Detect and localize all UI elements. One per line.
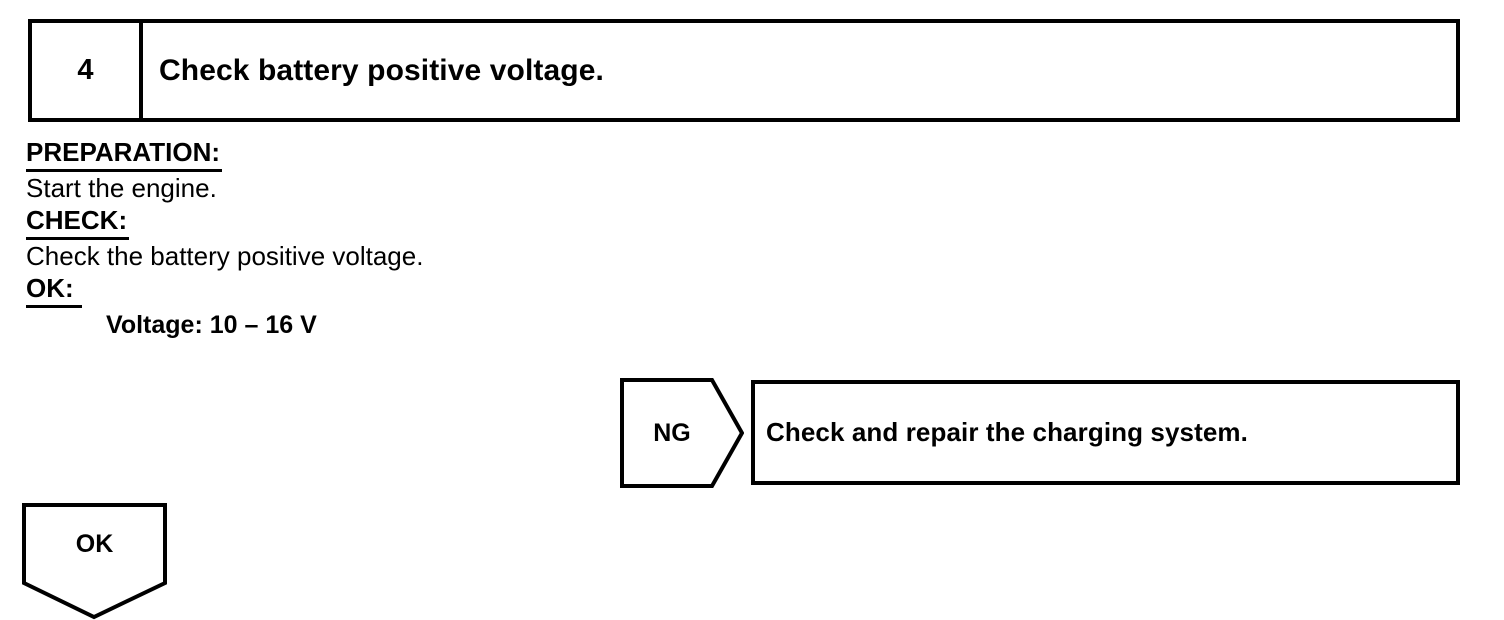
- step-details-block: PREPARATION: Start the engine. CHECK: Ch…: [26, 137, 666, 342]
- step-header-table: 4 Check battery positive voltage.: [28, 19, 1460, 122]
- preparation-text: Start the engine.: [26, 173, 217, 203]
- voltage-spec-text: Voltage: 10 – 16 V: [106, 311, 317, 339]
- preparation-heading-label: PREPARATION:: [26, 137, 223, 172]
- ok-heading-label: OK:: [26, 273, 82, 308]
- check-text: Check the battery positive voltage.: [26, 241, 424, 271]
- ng-pentagon-icon: [620, 378, 744, 488]
- step-number: 4: [77, 54, 94, 86]
- preparation-heading: PREPARATION:: [26, 137, 666, 172]
- ok-heading: OK:: [26, 273, 666, 308]
- ng-action-box: Check and repair the charging system.: [751, 380, 1460, 485]
- check-heading: CHECK:: [26, 205, 666, 240]
- ng-action-text: Check and repair the charging system.: [766, 417, 1248, 447]
- check-heading-label: CHECK:: [26, 205, 130, 240]
- ok-branch-label: OK: [75, 529, 114, 558]
- step-title-cell: Check battery positive voltage.: [143, 23, 1456, 118]
- ok-pentagon-icon: [22, 503, 167, 620]
- ng-branch-label: NG: [653, 418, 691, 447]
- ng-branch-tag: NG: [620, 378, 744, 488]
- step-title: Check battery positive voltage.: [159, 53, 604, 87]
- step-number-cell: 4: [32, 23, 143, 118]
- ok-branch-tag: OK: [22, 503, 167, 620]
